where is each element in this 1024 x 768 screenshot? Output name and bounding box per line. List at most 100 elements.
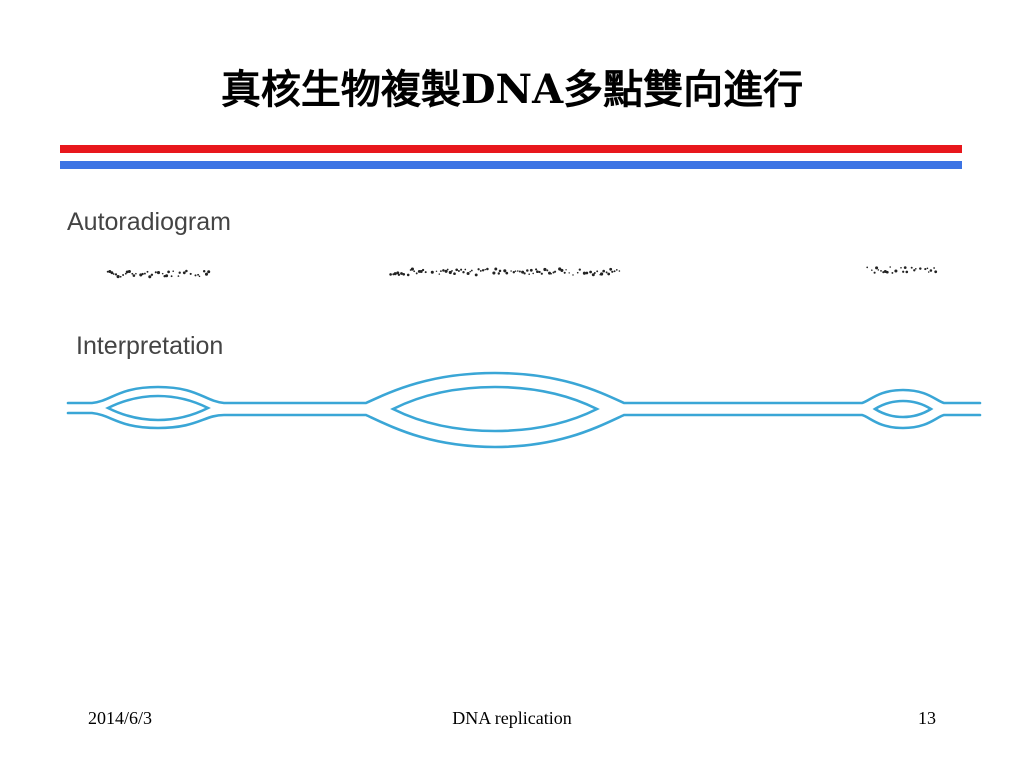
silver-grain xyxy=(538,270,541,274)
silver-grain xyxy=(535,268,538,271)
silver-grain xyxy=(609,267,613,271)
silver-grain xyxy=(204,272,209,276)
silver-grain xyxy=(578,268,581,271)
silver-grain xyxy=(565,269,567,271)
silver-grain xyxy=(492,271,496,275)
title-rule-blue xyxy=(60,161,962,169)
silver-grain xyxy=(554,270,557,273)
silver-grain xyxy=(497,272,501,275)
silver-grain xyxy=(185,269,188,273)
grain-track-1 xyxy=(106,269,211,279)
silver-grain xyxy=(503,269,507,273)
silver-grain xyxy=(576,271,579,274)
silver-grain xyxy=(550,272,552,275)
silver-grain xyxy=(132,274,136,277)
silver-grain xyxy=(124,272,127,275)
silver-grain xyxy=(110,271,114,275)
silver-grain xyxy=(924,268,927,271)
silver-grain xyxy=(514,270,517,272)
silver-grain xyxy=(529,268,533,272)
silver-grain xyxy=(873,271,876,274)
silver-grain xyxy=(446,268,449,271)
silver-grain xyxy=(143,272,146,275)
silver-grain xyxy=(914,267,917,270)
silver-grain xyxy=(582,271,586,275)
silver-grain xyxy=(494,267,498,271)
silver-grain xyxy=(913,269,916,272)
silver-grain xyxy=(543,267,547,272)
silver-grain xyxy=(885,270,889,274)
silver-grain xyxy=(150,273,154,276)
silver-grain xyxy=(177,275,180,277)
silver-grain xyxy=(615,269,618,271)
silver-grain xyxy=(552,271,555,274)
silver-grain xyxy=(141,272,144,276)
silver-grain xyxy=(919,267,922,270)
parental-strand-bottom xyxy=(66,411,982,449)
silver-grain xyxy=(477,268,480,271)
silver-grain xyxy=(413,270,416,273)
silver-grain xyxy=(197,273,200,276)
silver-grain xyxy=(929,269,933,272)
silver-grain xyxy=(484,268,486,271)
silver-grain xyxy=(560,268,564,272)
silver-grain xyxy=(112,273,115,275)
silver-grain xyxy=(902,270,905,273)
silver-grain xyxy=(903,266,907,269)
silver-grain xyxy=(548,271,551,275)
silver-grain xyxy=(572,274,574,276)
silver-grain xyxy=(397,273,401,276)
silver-grain xyxy=(933,267,935,269)
silver-grain xyxy=(596,270,599,273)
silver-grain xyxy=(114,273,118,276)
autoradiogram-label: Autoradiogram xyxy=(67,208,231,236)
silver-grain xyxy=(523,272,526,275)
silver-grain xyxy=(419,270,423,273)
silver-grain xyxy=(607,272,611,276)
silver-grain xyxy=(900,266,902,269)
title-rule-red xyxy=(60,145,962,153)
silver-grain xyxy=(510,270,512,272)
silver-grain xyxy=(178,271,181,274)
silver-grain xyxy=(532,272,534,275)
silver-grain xyxy=(517,270,519,272)
silver-grain xyxy=(546,269,549,272)
silver-grain xyxy=(410,267,414,271)
silver-grain xyxy=(469,270,471,273)
silver-grain xyxy=(470,269,473,272)
silver-grain xyxy=(448,270,452,275)
silver-grain xyxy=(618,270,621,272)
silver-grain xyxy=(435,270,438,273)
silver-grain xyxy=(165,274,169,278)
silver-grain xyxy=(605,271,608,274)
silver-grain xyxy=(438,273,441,275)
silver-grain xyxy=(871,269,873,271)
silver-grain xyxy=(568,272,570,274)
silver-grain xyxy=(875,266,879,270)
silver-grain xyxy=(439,270,442,273)
silver-grain xyxy=(127,269,131,274)
silver-grain xyxy=(189,272,192,275)
silver-grain xyxy=(512,271,515,274)
silver-grain xyxy=(424,271,427,274)
silver-grain xyxy=(611,270,614,273)
silver-grain xyxy=(455,268,459,272)
silver-grain xyxy=(154,271,157,274)
silver-grain xyxy=(536,270,539,274)
silver-grain xyxy=(926,267,929,270)
silver-grain xyxy=(453,272,456,276)
silver-grain xyxy=(170,275,173,278)
silver-grain xyxy=(393,272,397,276)
silver-grain xyxy=(505,271,509,275)
silver-grain xyxy=(167,270,170,274)
silver-grain xyxy=(880,270,882,272)
silver-grain xyxy=(593,272,596,274)
daughter-strands-bubble-1 xyxy=(105,394,211,422)
silver-grain xyxy=(479,269,482,272)
autoradiogram-grains xyxy=(106,266,938,279)
silver-grain xyxy=(139,273,143,277)
slide-title: 真核生物複製DNA多點雙向進行 xyxy=(220,66,804,113)
silver-grain xyxy=(202,269,206,273)
daughter-strands-bubble-2 xyxy=(390,385,600,433)
silver-grain xyxy=(526,269,529,272)
